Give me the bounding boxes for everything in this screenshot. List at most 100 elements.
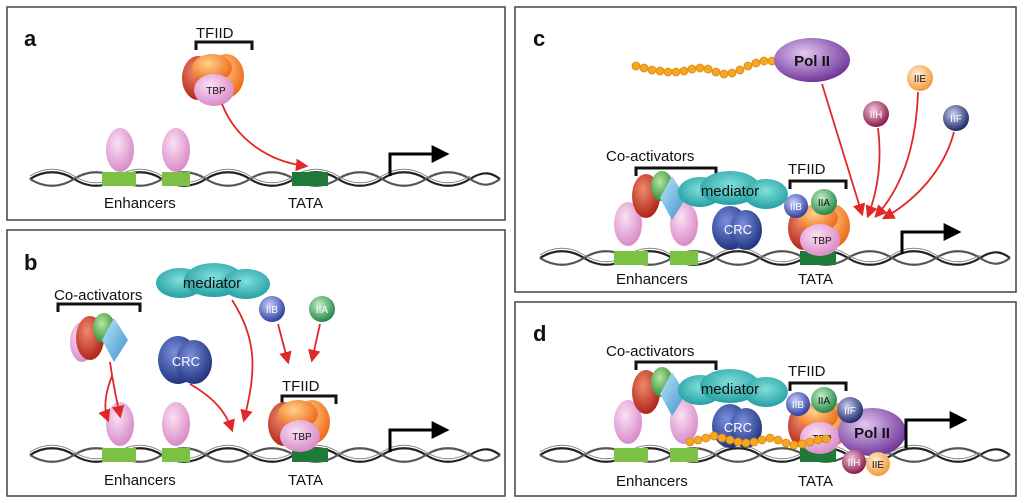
iie: IIE — [866, 452, 890, 476]
dna-helix — [28, 168, 502, 187]
tfiid-bracket — [194, 40, 254, 50]
crc: CRC — [158, 336, 212, 384]
activator — [614, 202, 642, 246]
iib-label: IIB — [790, 202, 803, 213]
tfiid-label: TFIID — [196, 25, 234, 42]
tfiid-label: TFIID — [282, 378, 320, 395]
panel-c-letter: c — [533, 26, 545, 51]
activator — [162, 128, 190, 172]
pol2-ctd — [631, 56, 777, 79]
coactivator-complex — [632, 171, 686, 220]
enhancer-box — [162, 172, 190, 186]
coactivators-bracket — [56, 302, 142, 312]
iie-label: IIE — [914, 74, 927, 85]
enhancer-box — [670, 448, 698, 462]
enhancer-box — [614, 448, 648, 462]
recruitment-arrow — [109, 361, 125, 419]
activator — [162, 402, 190, 446]
iia-label: IIA — [818, 198, 831, 209]
iif: IIF — [837, 397, 863, 423]
iia-label: IIA — [316, 305, 329, 316]
iie-label: IIE — [872, 460, 885, 471]
dna-helix — [28, 444, 502, 463]
pol2-label: Pol II — [854, 425, 890, 442]
coactivators-label: Co-activators — [54, 287, 142, 304]
enhancer-box — [670, 251, 698, 265]
panel-d: d Co-activators mediator CRC TFIID — [514, 301, 1017, 497]
iib: IIB — [259, 296, 285, 322]
pol2: Pol II — [774, 38, 850, 82]
crc: CRC — [712, 206, 762, 250]
iia-label: IIA — [818, 396, 831, 407]
enhancer-box — [102, 172, 136, 186]
enhancer-box — [614, 251, 648, 265]
tbp-label: TBP — [206, 86, 226, 97]
crc-label: CRC — [724, 420, 752, 435]
tbp-label: TBP — [812, 236, 832, 247]
panel-a: a TBP TFIID Enhancers TATA — [6, 6, 506, 221]
tfiid-bracket — [280, 394, 338, 404]
recruitment-arrow — [231, 299, 254, 423]
panel-a-letter: a — [24, 26, 37, 51]
recruitment-arrow — [881, 131, 955, 220]
iie: IIE — [907, 65, 933, 91]
dna-helix — [538, 444, 1012, 463]
iia: IIA — [309, 296, 335, 322]
activator — [670, 202, 698, 246]
transcription-start-arrow — [388, 145, 450, 176]
activator — [670, 400, 698, 444]
enhancers-label: Enhancers — [104, 195, 176, 212]
iih: IIH — [863, 101, 889, 127]
coactivators-bracket — [634, 360, 718, 370]
crc-label: CRC — [172, 354, 200, 369]
enhancers-label: Enhancers — [616, 473, 688, 490]
panel-c-border — [514, 6, 1017, 293]
mediator: mediator — [678, 171, 788, 209]
coactivators-label: Co-activators — [606, 148, 694, 165]
recruitment-arrow — [221, 103, 309, 172]
recruitment-arrow — [308, 323, 321, 363]
iib: IIB — [784, 194, 808, 218]
tata-label: TATA — [798, 271, 833, 288]
tata-label: TATA — [288, 472, 323, 489]
recruitment-arrow — [98, 375, 113, 423]
panel-b-letter: b — [24, 250, 37, 275]
enhancers-label: Enhancers — [104, 472, 176, 489]
dna-helix — [538, 247, 1012, 266]
mediator-label: mediator — [701, 381, 759, 398]
activator — [106, 128, 134, 172]
transcription-start-arrow — [904, 411, 968, 448]
crc-label: CRC — [724, 222, 752, 237]
enhancers-label: Enhancers — [616, 271, 688, 288]
tfiid-label: TFIID — [788, 161, 826, 178]
recruitment-arrow — [821, 83, 866, 217]
tata-label: TATA — [798, 473, 833, 490]
tata-label: TATA — [288, 195, 323, 212]
panel-d-border — [514, 301, 1017, 497]
coactivator-complex — [70, 313, 128, 362]
panel-a-border — [6, 6, 506, 221]
iia: IIA — [811, 387, 837, 413]
mediator: mediator — [678, 369, 788, 407]
tfiid-complex: TBP — [788, 204, 850, 256]
enhancer-box — [162, 448, 190, 462]
panel-b: b Co-activators mediator C — [6, 229, 506, 497]
tfiid-complex: TBP — [268, 400, 330, 452]
iif-label: IIF — [950, 114, 962, 125]
pol2-label: Pol II — [794, 53, 830, 70]
panel-c: c Pol II IIE IIH IIF — [514, 6, 1017, 293]
recruitment-arrow — [874, 91, 919, 218]
transcription-start-arrow — [388, 421, 450, 452]
activator — [106, 402, 134, 446]
recruitment-arrow — [865, 127, 881, 219]
iih: IIH — [842, 450, 866, 474]
tbp-label: TBP — [292, 432, 312, 443]
enhancer-box — [102, 448, 136, 462]
iif-label: IIF — [844, 406, 856, 417]
tata-box — [292, 172, 328, 186]
transcription-start-arrow — [900, 223, 962, 254]
activator — [614, 400, 642, 444]
iib-label: IIB — [266, 305, 279, 316]
iih-label: IIH — [848, 458, 861, 469]
